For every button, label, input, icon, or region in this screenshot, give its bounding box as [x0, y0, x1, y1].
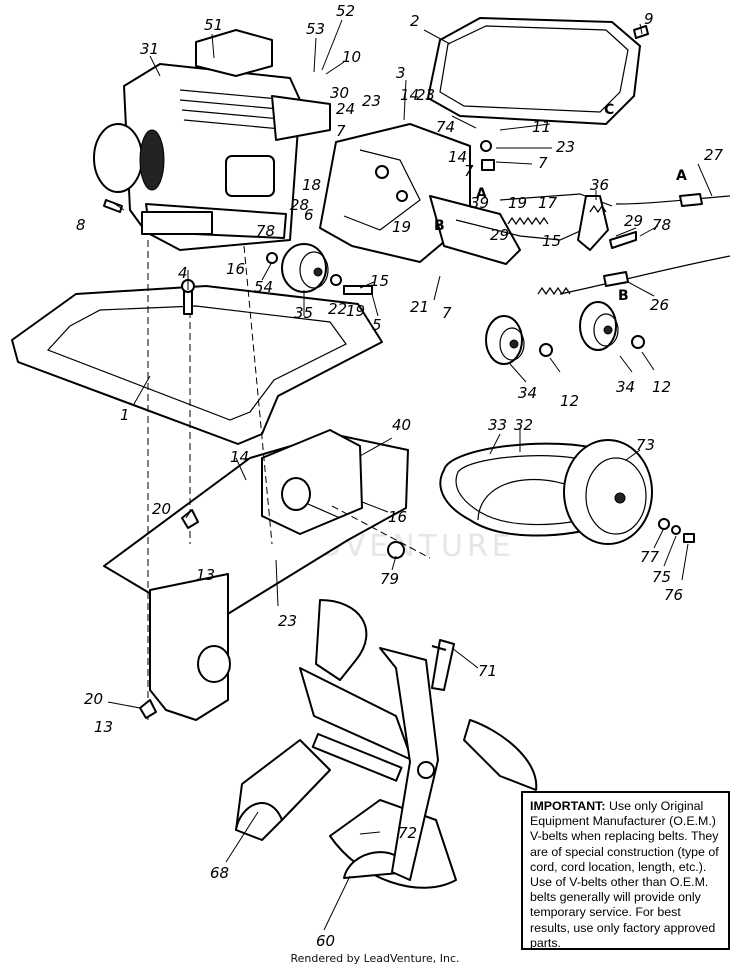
springs: [507, 204, 607, 296]
notice-heading: IMPORTANT:: [530, 799, 606, 813]
callout-11: 11: [532, 118, 551, 136]
notice-body: Use only Original Equipment Manufacturer…: [530, 799, 719, 950]
callout-52: 52: [336, 2, 355, 20]
callout-24: 24: [336, 100, 355, 118]
connection-letters: A B C A B: [434, 102, 687, 304]
callout-16: 16: [226, 260, 245, 278]
callout-15: 15: [370, 272, 389, 290]
callout-23: 23: [556, 138, 575, 156]
engine: [93, 29, 331, 251]
callout-5: 5: [372, 316, 382, 334]
callout-73: 73: [636, 436, 655, 454]
transmission-chassis: [103, 429, 409, 721]
callout-28: 28: [290, 196, 309, 214]
callout-26: 26: [650, 296, 669, 314]
callout-7: 7: [442, 304, 452, 322]
callout-30: 30: [330, 84, 349, 102]
callout-20: 20: [84, 690, 103, 708]
callout-76: 76: [664, 586, 683, 604]
callout-14: 14: [400, 86, 419, 104]
letter-a-cable: A: [676, 168, 687, 184]
callout-21: 21: [410, 298, 429, 316]
callout-10: 10: [342, 48, 361, 66]
callout-27: 27: [704, 146, 724, 164]
callout-12: 12: [652, 378, 671, 396]
callout-7: 7: [538, 154, 548, 172]
callout-19: 19: [392, 218, 411, 236]
leader-lines: [107, 19, 713, 931]
callout-39: 39: [470, 194, 489, 212]
callout-1: 1: [120, 406, 130, 424]
control-cables: [559, 193, 731, 295]
callout-71: 71: [478, 662, 497, 680]
callout-14: 14: [230, 448, 249, 466]
callout-15: 15: [542, 232, 561, 250]
bracket-assembly: [319, 123, 613, 265]
callout-29: 29: [624, 212, 643, 230]
idler-pulley-right: [579, 301, 619, 351]
callout-13: 13: [94, 718, 113, 736]
callout-32: 32: [514, 416, 533, 434]
callout-68: 68: [210, 864, 229, 882]
callout-4: 4: [178, 264, 188, 282]
hardware: [103, 25, 649, 719]
callout-17: 17: [538, 194, 558, 212]
callout-labels: 51 53 52 31 10 30 2 9 3 14 23 24 23 74 1…: [76, 2, 724, 950]
tine-assembly: [235, 599, 538, 889]
callout-34: 34: [518, 384, 537, 402]
letter-b-bracket: B: [434, 218, 445, 234]
callout-78: 78: [652, 216, 671, 234]
callout-14: 14: [448, 148, 467, 166]
frame-plate: [11, 285, 383, 445]
callout-2: 2: [410, 12, 420, 30]
callout-29: 29: [490, 226, 509, 244]
belt-cover: [427, 17, 641, 125]
callout-75: 75: [652, 568, 671, 586]
callout-72: 72: [398, 824, 417, 842]
callout-35: 35: [294, 304, 313, 322]
callout-8: 8: [76, 216, 86, 234]
callout-7: 7: [464, 162, 474, 180]
callout-79: 79: [380, 570, 399, 588]
callout-3: 3: [396, 64, 406, 82]
drive-pulley: [281, 243, 329, 293]
transmission-pulley: [563, 439, 695, 545]
render-credit: Rendered by LeadVenture, Inc.: [290, 952, 460, 965]
callout-23: 23: [278, 612, 297, 630]
callout-78: 78: [256, 222, 275, 240]
callout-51: 51: [204, 16, 223, 34]
callout-23: 23: [362, 92, 381, 110]
letter-a-bracket: A: [476, 186, 487, 202]
letter-b-cable: B: [618, 288, 629, 304]
callout-19: 19: [346, 302, 365, 320]
callout-18: 18: [302, 176, 321, 194]
callout-77: 77: [640, 548, 660, 566]
callout-40: 40: [392, 416, 411, 434]
callout-20: 20: [152, 500, 171, 518]
callout-9: 9: [644, 10, 654, 28]
callout-23: 23: [416, 86, 435, 104]
callout-22: 22: [328, 300, 347, 318]
callout-31: 31: [140, 40, 159, 58]
callout-54: 54: [254, 278, 273, 296]
idler-pulley-left: [485, 315, 525, 365]
callout-16: 16: [388, 508, 407, 526]
callout-19: 19: [508, 194, 527, 212]
callout-13: 13: [196, 566, 215, 584]
callout-60: 60: [316, 932, 335, 950]
callout-53: 53: [306, 20, 325, 38]
callout-12: 12: [560, 392, 579, 410]
callout-36: 36: [590, 176, 609, 194]
alignment-lines: [147, 240, 431, 720]
important-notice: IMPORTANT: Use only Original Equipment M…: [521, 791, 730, 950]
callout-33: 33: [488, 416, 507, 434]
callout-34: 34: [616, 378, 635, 396]
callout-6: 6: [304, 206, 314, 224]
letter-c-cover: C: [604, 102, 614, 118]
callout-7: 7: [336, 122, 346, 140]
callout-74: 74: [436, 118, 455, 136]
